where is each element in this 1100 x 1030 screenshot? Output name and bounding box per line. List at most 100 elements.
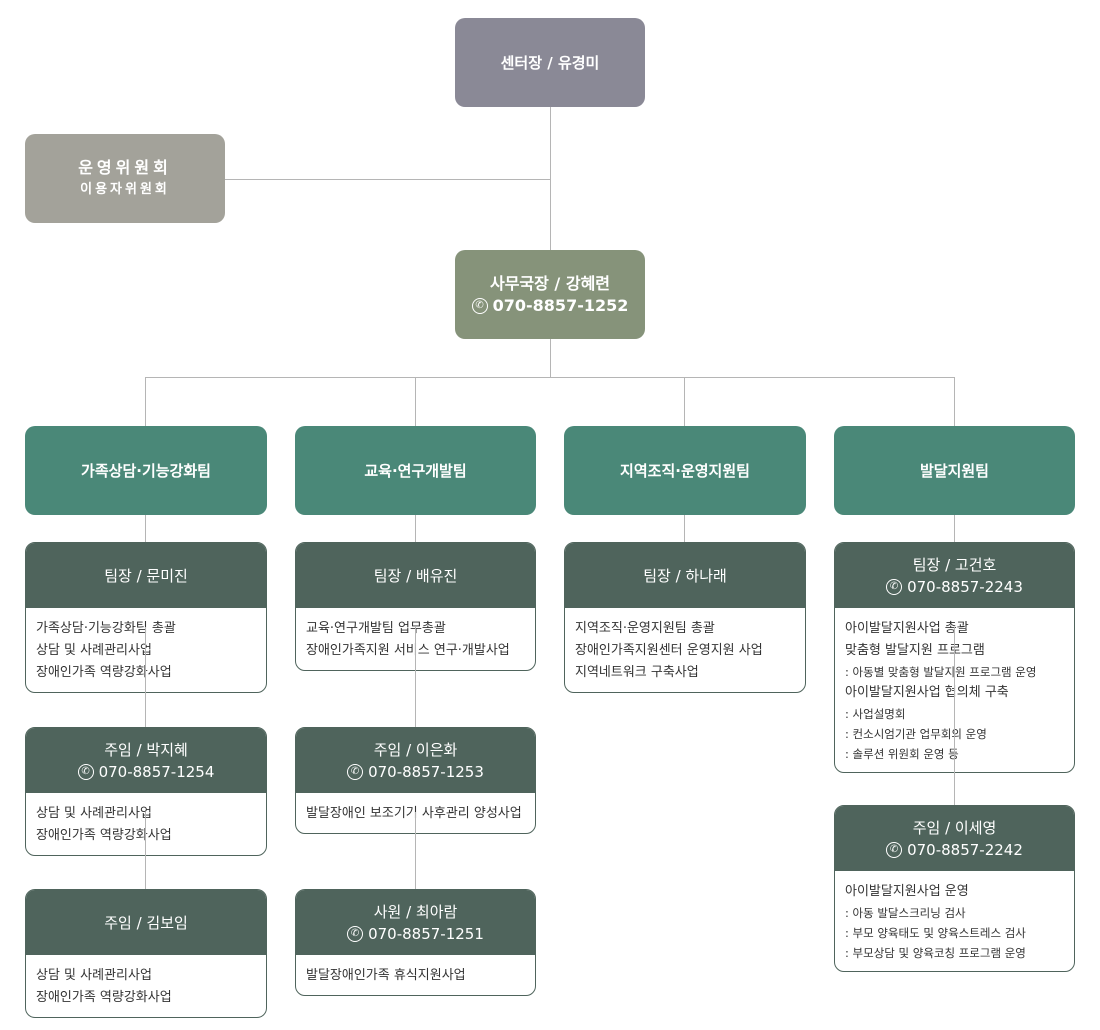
duty-item: 발달장애인가족 휴식지원사업 <box>306 968 466 983</box>
connector <box>954 627 955 805</box>
duty-item: 가족상담·기능강화팀 총괄 <box>36 621 176 636</box>
duty-item: 상담 및 사례관리사업 <box>36 643 152 658</box>
connector <box>684 377 685 426</box>
duty-item: 상담 및 사례관리사업 <box>36 968 152 983</box>
phone-icon: ✆ <box>347 925 364 942</box>
member-phone: 070-8857-1254 <box>98 762 215 781</box>
member-title: 팀장 / 문미진 <box>104 566 188 585</box>
team-name: 발달지원팀 <box>919 461 989 480</box>
duty-item: : 솔루션 위원회 운영 등 <box>845 747 959 761</box>
member-header: 주임 / 이세영 ✆070-8857-2242 <box>835 806 1074 871</box>
user-committee-label: 이용자위원회 <box>80 181 170 197</box>
duty-item: 상담 및 사례관리사업 <box>36 806 152 821</box>
duty-item: 장애인가족 역량강화사업 <box>36 665 172 680</box>
secretary-label: 사무국장 / 강혜련 <box>489 273 611 293</box>
duty-item: : 사업설명회 <box>845 707 906 721</box>
connector <box>145 515 146 542</box>
member-header: 주임 / 이은화✆070-8857-1253 <box>296 728 535 793</box>
member-card: 주임 / 이은화✆070-8857-1253 발달장애인 보조기기 사후관리 양성… <box>295 727 536 834</box>
member-header: 사원 / 최아람 ✆070-8857-1251 <box>296 890 535 955</box>
committee-label: 운영위원회 <box>78 157 172 177</box>
phone-icon: ✆ <box>886 578 903 595</box>
member-phone-row: ✆070-8857-2243 <box>886 576 1023 598</box>
connector <box>684 515 685 542</box>
duty-item: 장애인가족 역량강화사업 <box>36 828 172 843</box>
team-box: 발달지원팀 <box>834 426 1075 515</box>
team-name: 지역조직·운영지원팀 <box>620 461 750 480</box>
member-header: 팀장 / 문미진 <box>26 543 266 608</box>
team-name: 교육·연구개발팀 <box>364 461 467 480</box>
member-title: 사원 / 최아람 <box>373 902 458 921</box>
secretary-phone: 070-8857-1252 <box>492 295 629 315</box>
member-phone: 070-8857-2243 <box>907 577 1023 596</box>
connector <box>550 107 551 250</box>
duty-item: 아이발달지원사업 협의체 구축 <box>845 685 1009 700</box>
member-phone: 070-8857-1251 <box>368 924 484 943</box>
duty-item: : 부모 양육태도 및 양육스트레스 검사 <box>845 926 1026 940</box>
team-box: 교육·연구개발팀 <box>295 426 536 515</box>
duty-item: 지역네트워크 구축사업 <box>575 665 699 680</box>
member-title: 팀장 / 고건호 <box>912 555 997 574</box>
member-card: 사원 / 최아람 ✆070-8857-1251 발달장애인가족 휴식지원사업 <box>295 889 536 996</box>
duty-item: 맞춤형 발달지원 프로그램 <box>845 643 985 658</box>
member-title: 팀장 / 하나래 <box>643 566 727 585</box>
team-name: 가족상담·기능강화팀 <box>81 461 211 480</box>
duty-item: : 아동 발달스크리닝 검사 <box>845 906 966 920</box>
member-phone-row: ✆070-8857-1254 <box>77 761 215 783</box>
member-header: 팀장 / 하나래 <box>565 543 805 608</box>
duty-item: : 아동별 맞춤형 발달지원 프로그램 운영 <box>845 665 1037 679</box>
duty-item: 장애인가족 역량강화사업 <box>36 990 172 1005</box>
connector <box>145 377 954 378</box>
duty-item: 장애인가족지원센터 운영지원 사업 <box>575 643 763 658</box>
duty-item: 아이발달지원사업 총괄 <box>845 621 969 636</box>
phone-icon: ✆ <box>77 763 94 780</box>
member-header: 팀장 / 고건호 ✆070-8857-2243 <box>835 543 1074 608</box>
secretary-box: 사무국장 / 강혜련 ✆070-8857-1252 <box>455 250 645 339</box>
team-box: 가족상담·기능강화팀 <box>25 426 267 515</box>
connector <box>550 339 551 377</box>
member-title: 팀장 / 배유진 <box>373 566 458 585</box>
member-phone-row: ✆070-8857-1253 <box>347 761 484 783</box>
duty-item: 교육·연구개발팀 업무총괄 <box>306 621 446 636</box>
member-title: 주임 / 박지혜 <box>104 740 188 759</box>
connector <box>954 377 955 426</box>
duty-item: 지역조직·운영지원팀 총괄 <box>575 621 715 636</box>
connector <box>145 812 146 889</box>
phone-icon: ✆ <box>886 841 903 858</box>
member-phone: 070-8857-1253 <box>368 762 484 781</box>
phone-icon: ✆ <box>471 297 488 314</box>
team-box: 지역조직·운영지원팀 <box>564 426 806 515</box>
duty-item: 발달장애인 보조기기 사후관리 양성사업 <box>306 806 522 821</box>
duty-item: 장애인가족지원 서비스 연구·개발사업 <box>306 643 510 658</box>
committee-box: 운영위원회 이용자위원회 <box>25 134 225 223</box>
duty-item: : 부모상담 및 양육코칭 프로그램 운영 <box>845 946 1026 960</box>
member-title: 주임 / 이세영 <box>912 818 997 837</box>
director-box: 센터장 / 유경미 <box>455 18 645 107</box>
connector <box>415 627 416 727</box>
duty-item: : 컨소시엄기관 업무회의 운영 <box>845 727 987 741</box>
connector <box>225 179 550 180</box>
member-duties: 아이발달지원사업 운영 : 아동 발달스크리닝 검사 : 부모 양육태도 및 양육스… <box>835 871 1074 971</box>
member-duties: 발달장애인가족 휴식지원사업 <box>296 955 535 995</box>
member-title: 주임 / 김보임 <box>104 913 188 932</box>
connector <box>415 377 416 426</box>
connector <box>145 377 146 426</box>
member-card: 주임 / 이세영 ✆070-8857-2242 아이발달지원사업 운영 : 아동 발달… <box>834 805 1075 972</box>
phone-icon: ✆ <box>347 763 364 780</box>
director-label: 센터장 / 유경미 <box>500 53 600 72</box>
member-phone: 070-8857-2242 <box>907 840 1023 859</box>
connector <box>415 515 416 542</box>
duty-item: 아이발달지원사업 운영 <box>845 884 969 899</box>
